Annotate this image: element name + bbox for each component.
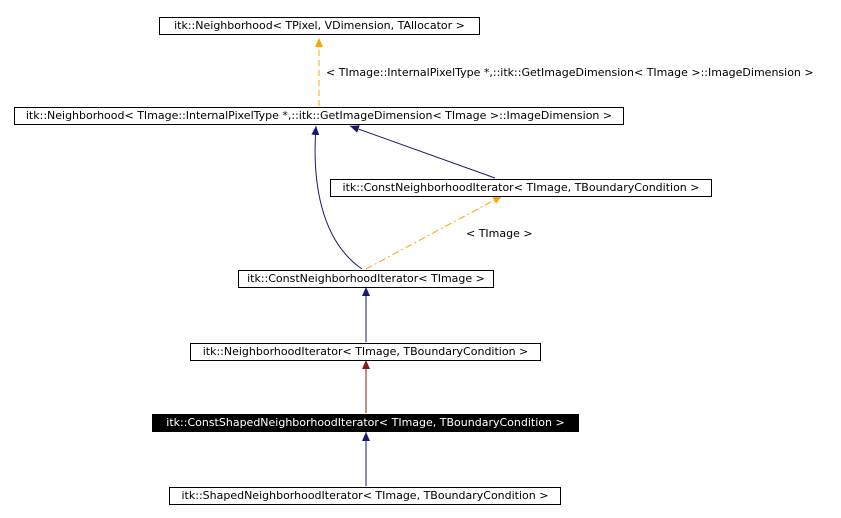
edge-label-timage: < TImage > (466, 227, 533, 240)
node-const-neighborhood-iterator[interactable]: itk::ConstNeighborhoodIterator< TImage > (238, 270, 494, 288)
node-neighborhood-base[interactable]: itk::Neighborhood< TPixel, VDimension, T… (159, 17, 480, 35)
edge-n3-n2 (349, 125, 496, 179)
edge-n4-n2 (311, 125, 363, 270)
node-neighborhood-iterator[interactable]: itk::NeighborhoodIterator< TImage, TBoun… (190, 343, 541, 361)
edge-label-neighborhood-template: < TImage::InternalPixelType *,::itk::Get… (326, 66, 814, 79)
edge-n4-n3 (365, 195, 503, 270)
node-const-shaped-neighborhood-iterator[interactable]: itk::ConstShapedNeighborhoodIterator< TI… (152, 414, 579, 432)
node-const-neighborhood-iterator-boundary[interactable]: itk::ConstNeighborhoodIterator< TImage, … (330, 179, 712, 197)
node-neighborhood-specialized[interactable]: itk::Neighborhood< TImage::InternalPixel… (14, 107, 624, 125)
node-shaped-neighborhood-iterator[interactable]: itk::ShapedNeighborhoodIterator< TImage,… (169, 487, 561, 505)
